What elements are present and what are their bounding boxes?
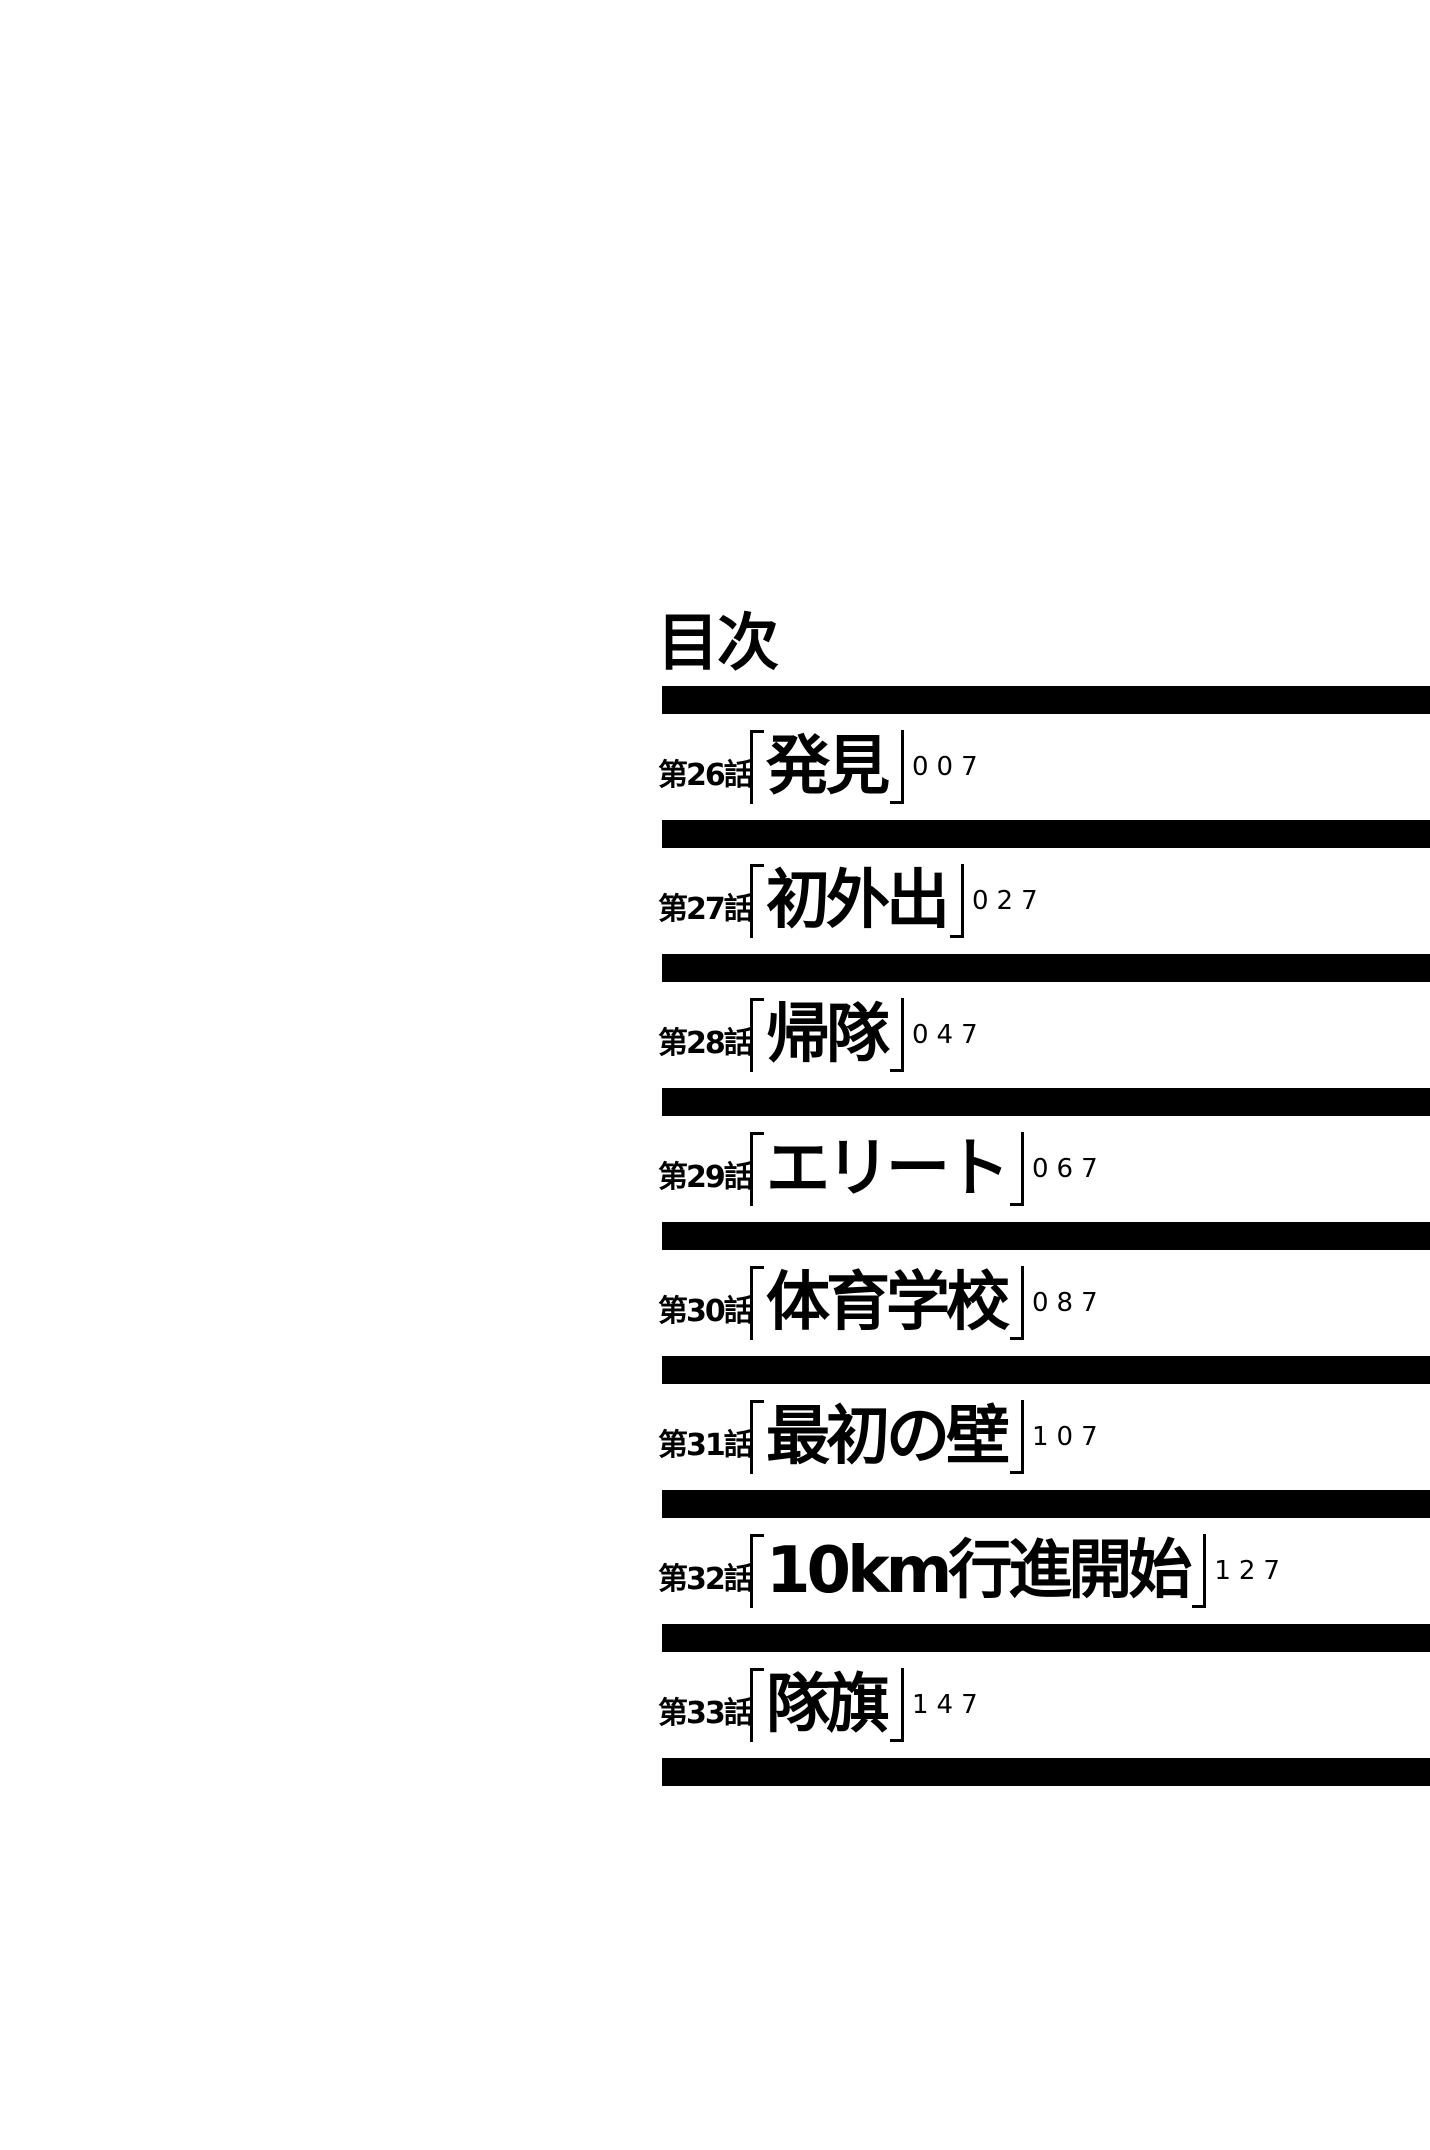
chapter-entry[interactable]: 第28話帰隊 047 [658,990,1430,1096]
chapter-entry[interactable]: 第30話体育学校 087 [658,1258,1430,1364]
chapter-number: 第26話 [658,758,754,793]
divider-bar [662,1490,1430,1518]
divider-bar [662,1088,1430,1116]
chapter-entry[interactable]: 第33話隊旗 147 [658,1660,1430,1766]
chapter-title-group: 発見 007 [750,730,986,804]
close-bracket-icon [890,998,904,1072]
chapter-title: 隊旗 [766,1668,890,1742]
toc-heading: 目次 [657,606,779,679]
divider-bar [662,1758,1430,1786]
chapter-number: 第33話 [658,1696,754,1731]
open-bracket-icon [750,864,764,938]
open-bracket-icon [750,1534,764,1608]
close-bracket-icon [890,730,904,804]
page-number: 107 [1032,1422,1106,1452]
chapter-title-group: 10km行進開始 127 [750,1534,1288,1608]
chapter-title: 初外出 [766,864,950,938]
page-number: 027 [972,886,1046,916]
divider-bar [662,686,1430,714]
chapter-number: 第27話 [658,892,754,927]
chapter-title-group: 帰隊 047 [750,998,986,1072]
chapter-number: 第29話 [658,1160,754,1195]
divider-bar [662,820,1430,848]
open-bracket-icon [750,1266,764,1340]
page-number: 067 [1032,1154,1106,1184]
divider-bar [662,1356,1430,1384]
chapter-number: 第28話 [658,1026,754,1061]
chapter-title: 10km行進開始 [766,1534,1192,1608]
close-bracket-icon [1010,1132,1024,1206]
chapter-number: 第30話 [658,1294,754,1329]
open-bracket-icon [750,730,764,804]
page-number: 147 [912,1690,986,1720]
chapter-entry[interactable]: 第32話 10km行進開始 127 [658,1526,1430,1632]
open-bracket-icon [750,1132,764,1206]
chapter-title-group: 最初の壁 107 [750,1400,1106,1474]
chapter-number: 第31話 [658,1428,754,1463]
divider-bar [662,1624,1430,1652]
open-bracket-icon [750,1400,764,1474]
chapter-title: 発見 [766,730,890,804]
chapter-title: 帰隊 [766,998,890,1072]
page-number: 087 [1032,1288,1106,1318]
chapter-entry[interactable]: 第26話発見 007 [658,722,1430,828]
chapter-title: エリート [766,1132,1010,1206]
chapter-title: 体育学校 [766,1266,1010,1340]
chapter-title-group: 隊旗 147 [750,1668,986,1742]
chapter-entry[interactable]: 第27話初外出 027 [658,856,1430,962]
page-number: 047 [912,1020,986,1050]
open-bracket-icon [750,1668,764,1742]
chapter-number: 第32話 [658,1562,754,1597]
close-bracket-icon [950,864,964,938]
close-bracket-icon [1010,1400,1024,1474]
chapter-entry[interactable]: 第29話エリート 067 [658,1124,1430,1230]
close-bracket-icon [1192,1534,1207,1608]
chapter-title-group: 初外出 027 [750,864,1046,938]
chapter-title: 最初の壁 [766,1400,1010,1474]
chapter-title-group: エリート 067 [750,1132,1106,1206]
chapter-title-group: 体育学校 087 [750,1266,1106,1340]
chapter-entry[interactable]: 第31話最初の壁 107 [658,1392,1430,1498]
divider-bar [662,954,1430,982]
page-number: 127 [1214,1556,1288,1586]
page-number: 007 [912,752,986,782]
close-bracket-icon [890,1668,904,1742]
divider-bar [662,1222,1430,1250]
open-bracket-icon [750,998,764,1072]
close-bracket-icon [1010,1266,1024,1340]
